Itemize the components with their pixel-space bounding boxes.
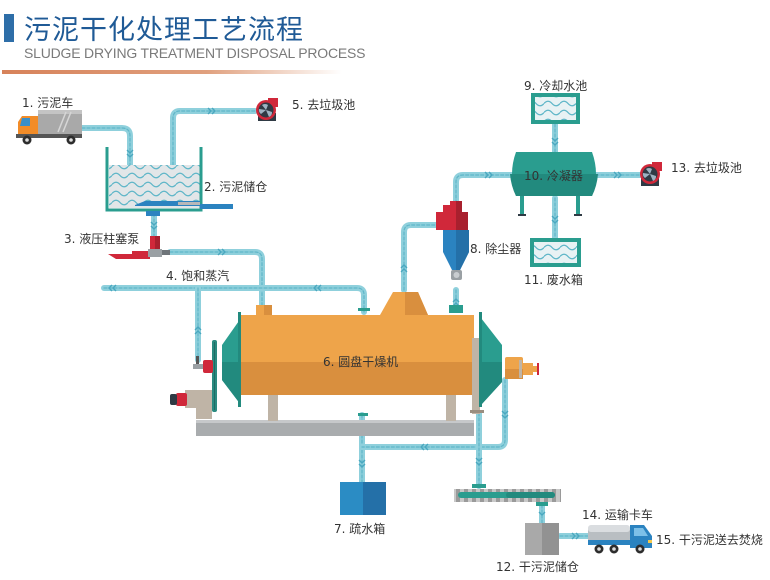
page-subtitle: SLUDGE DRYING TREATMENT DISPOSAL PROCESS	[24, 45, 366, 61]
label-sludge-tank: 2. 污泥储仓	[204, 180, 268, 194]
transport-truck-icon	[588, 525, 652, 554]
dry-sludge-silo-icon	[525, 523, 559, 555]
exhaust-fan-icon	[640, 162, 662, 186]
label-to-garbage-pool-13: 13. 去垃圾池	[671, 161, 742, 175]
drain-tank-icon	[340, 482, 386, 515]
label-incineration: 15. 干污泥送去焚烧	[656, 533, 763, 547]
arrow-right-icon	[207, 107, 216, 115]
label-wastewater-tank: 11. 废水箱	[524, 273, 583, 287]
arrow-down-icon	[358, 459, 366, 468]
pipe-truck-to-tank	[79, 125, 133, 168]
title-accent-bar	[4, 14, 14, 42]
pipes	[79, 108, 643, 539]
label-hydraulic-pump: 3. 液压柱塞泵	[64, 232, 140, 246]
label-condenser: 10. 冷凝器	[524, 169, 583, 183]
label-dry-sludge-silo: 12. 干污泥储仓	[496, 560, 579, 574]
cooling-pool-icon	[531, 93, 580, 124]
sludge-truck-icon	[16, 110, 82, 145]
arrow-down-icon	[551, 137, 559, 146]
page-title: 污泥干化处理工艺流程	[24, 15, 304, 46]
label-dust-collector: 8. 除尘器	[470, 242, 522, 256]
wastewater-tank-icon	[530, 238, 581, 267]
label-saturated-steam: 4. 饱和蒸汽	[166, 269, 230, 283]
label-transport-truck: 14. 运输卡车	[582, 508, 653, 522]
hydraulic-pump-icon	[108, 236, 170, 259]
arrow-left-icon	[420, 443, 429, 451]
arrow-right-icon	[571, 532, 580, 540]
pipe-dust-collector-to-condenser	[453, 172, 515, 206]
arrow-down-icon	[150, 221, 158, 230]
arrow-down-icon	[501, 410, 509, 419]
title-divider	[2, 70, 342, 74]
arrow-right-icon	[217, 248, 226, 256]
arrow-down-icon	[475, 457, 483, 466]
label-cooling-pool: 9. 冷却水池	[524, 79, 588, 93]
arrow-up-icon	[194, 326, 202, 335]
pipe-tank-to-fan	[170, 108, 258, 168]
arrow-right-icon	[613, 171, 622, 179]
condenser-icon	[510, 152, 598, 216]
arrow-down-icon	[538, 511, 546, 516]
arrow-right-icon	[484, 171, 493, 179]
arrow-up-icon	[400, 264, 408, 273]
screw-conveyor-icon	[454, 484, 561, 506]
pipe-pump-to-dryer	[167, 249, 265, 311]
flow-arrows	[108, 107, 622, 540]
label-disc-dryer: 6. 圆盘干燥机	[323, 355, 399, 369]
sludge-tank-icon	[105, 147, 233, 216]
disc-dryer-icon	[170, 292, 539, 436]
arrow-left-icon	[313, 284, 322, 292]
arrow-left-icon	[108, 284, 117, 292]
label-drain-tank: 7. 疏水箱	[334, 522, 386, 536]
exhaust-fan-icon	[256, 98, 278, 121]
dust-collector-icon	[436, 201, 469, 313]
label-sludge-truck: 1. 污泥车	[22, 96, 74, 110]
arrow-down-icon	[126, 149, 134, 158]
label-to-garbage-pool-5: 5. 去垃圾池	[292, 98, 356, 112]
pipe-steam-line	[101, 285, 367, 363]
arrow-down-icon	[551, 215, 559, 224]
